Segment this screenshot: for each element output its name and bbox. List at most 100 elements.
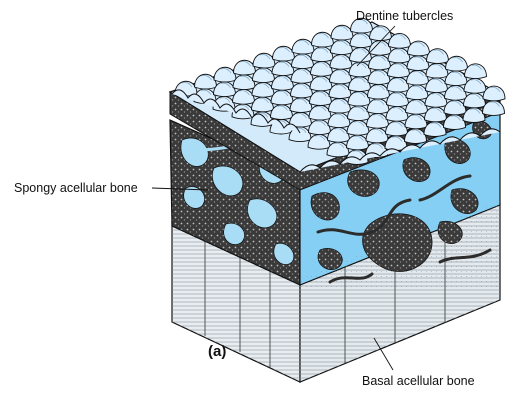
tubercle: [443, 114, 466, 130]
tubercle: [462, 107, 486, 123]
tubercle-highlight: [181, 82, 193, 88]
tubercle-highlight: [411, 129, 422, 135]
tubercle-highlight: [278, 76, 289, 82]
tubercle-highlight: [374, 70, 386, 76]
tubercle-highlight: [239, 90, 250, 96]
tubercle-highlight: [200, 89, 212, 95]
tubercle-highlight: [257, 112, 269, 118]
tubercle: [233, 59, 256, 76]
tubercle-highlight: [373, 114, 384, 120]
tubercle-highlight: [239, 75, 251, 81]
tubercle-highlight: [277, 105, 288, 111]
dentine-tubercle-surface: [168, 17, 506, 191]
tubercle-highlight: [259, 68, 270, 74]
tubercle-highlight: [296, 113, 307, 119]
tubercle-highlight: [431, 93, 443, 99]
tubercle-highlight: [316, 91, 327, 97]
leader-basal-bone: [373, 337, 394, 371]
tubercle-highlight: [414, 41, 425, 47]
leader-dentine-tubercles: [356, 25, 396, 67]
tubercle-highlight: [372, 143, 383, 149]
label-basal-acellular-bone: Basal acellular bone: [362, 374, 475, 388]
tubercle: [482, 85, 506, 102]
tubercle-highlight: [413, 56, 425, 62]
tubercle-highlight: [471, 64, 482, 70]
tubercle-highlight: [393, 78, 405, 84]
tubercle-highlight: [372, 128, 384, 134]
tubercle-highlight: [450, 115, 461, 121]
tubercle-highlight: [298, 54, 309, 60]
tubercle: [252, 52, 276, 69]
tubercle-highlight: [316, 76, 328, 82]
tubercle-highlight: [391, 136, 403, 142]
tubercle-highlight: [394, 63, 405, 69]
tubercle-highlight: [470, 93, 481, 99]
tubercle-highlight: [375, 41, 387, 47]
tubercle-highlight: [298, 40, 310, 46]
tubercle-highlight: [392, 107, 404, 113]
panel-label: (a): [208, 343, 227, 360]
tubercle: [482, 100, 505, 116]
tubercle-highlight: [335, 99, 346, 105]
tubercle-highlight: [373, 99, 385, 105]
tubercle-highlight: [393, 92, 404, 98]
tubercle: [330, 24, 354, 41]
tubercle-highlight: [334, 113, 346, 119]
tubercle-highlight: [315, 106, 327, 112]
tubercle-highlight: [337, 40, 348, 46]
tubercle-highlight: [412, 100, 423, 106]
tubercle-highlight: [317, 62, 328, 68]
tubercle-highlight: [412, 85, 424, 91]
tubercle-highlight: [353, 135, 364, 141]
tubercle-highlight: [433, 49, 444, 55]
tubercle: [291, 38, 315, 55]
tubercle-highlight: [354, 92, 366, 98]
tubercle: [272, 45, 295, 62]
tubercle-highlight: [315, 120, 326, 126]
tubercle-highlight: [318, 33, 329, 39]
tubercle-highlight: [376, 26, 387, 32]
label-dentine-tubercles: Dentine tubercles: [356, 9, 454, 23]
tubercle: [213, 66, 237, 83]
tubercle-highlight: [336, 69, 347, 75]
tubercle-highlight: [355, 77, 366, 83]
tubercle-highlight: [356, 48, 367, 54]
tubercle: [464, 63, 487, 80]
tubercle-highlight: [413, 71, 424, 77]
tubercle: [311, 31, 334, 48]
tubercle-highlight: [451, 86, 462, 92]
tubercle-highlight: [432, 78, 443, 84]
tubercle-highlight: [337, 26, 349, 32]
tubercle-highlight: [432, 64, 444, 70]
tubercle-highlight: [395, 34, 406, 40]
tubercle-highlight: [375, 55, 386, 61]
tubercle-highlight: [394, 48, 406, 54]
tubercle-highlight: [355, 62, 367, 68]
tubercle-highlight: [411, 114, 423, 120]
tubercle-highlight: [219, 97, 231, 103]
tubercle-highlight: [392, 121, 403, 127]
tubercle-highlight: [352, 150, 364, 156]
tubercle-highlight: [314, 135, 326, 141]
tubercle-highlight: [201, 75, 212, 81]
tubercle: [445, 55, 468, 72]
tubercle-highlight: [469, 108, 481, 114]
tubercle-highlight: [431, 107, 442, 113]
tubercle-highlight: [489, 86, 501, 92]
leader-lines: [151, 25, 396, 371]
tubercle-highlight: [296, 98, 308, 104]
tubercle-highlight: [259, 54, 271, 60]
tubercle-highlight: [220, 82, 231, 88]
tubercle-highlight: [452, 57, 463, 63]
tubercle-highlight: [297, 69, 309, 75]
tubercle-highlight: [357, 19, 368, 25]
tubercle-highlight: [258, 83, 270, 89]
tubercle-highlight: [238, 104, 250, 110]
tubercle-highlight: [277, 90, 289, 96]
tubercle-highlight: [374, 85, 385, 91]
tubercle-highlight: [317, 47, 329, 53]
tubercle-highlight: [354, 106, 365, 112]
tubercle-highlight: [220, 68, 232, 74]
